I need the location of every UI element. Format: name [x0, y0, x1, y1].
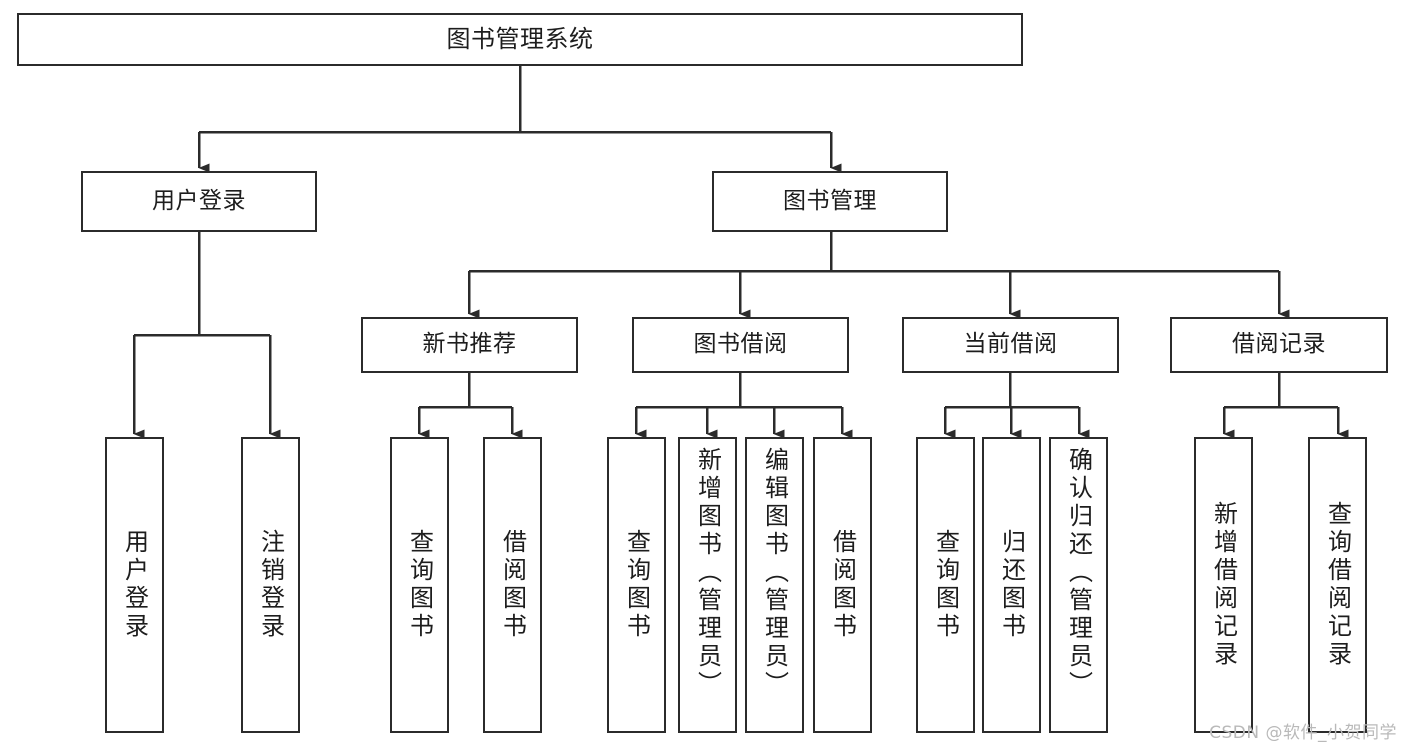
node-label: 借阅图书 — [828, 529, 857, 641]
node-label: 查询图书 — [622, 529, 651, 641]
node-label: 确认归还（管理员） — [1064, 447, 1093, 699]
leaf-book-borrow-query-book[interactable]: 查询图书 — [607, 437, 666, 733]
node-label: 当前借阅 — [963, 331, 1058, 358]
leaf-borrow-record-add-record[interactable]: 新增借阅记录 — [1194, 437, 1253, 733]
node-label: 编辑图书（管理员） — [760, 447, 789, 699]
node-label: 图书管理 — [783, 187, 877, 214]
leaf-book-borrow-edit-book-admin[interactable]: 编辑图书（管理员） — [745, 437, 804, 733]
leaf-book-borrow-add-book-admin[interactable]: 新增图书（管理员） — [678, 437, 737, 733]
node-label: 查询图书 — [405, 529, 434, 641]
node-book-borrowing[interactable]: 图书借阅 — [632, 317, 849, 373]
watermark-csdn: CSDN @软件_小贺同学 — [1209, 723, 1397, 743]
leaf-book-borrow-borrow-book[interactable]: 借阅图书 — [813, 437, 872, 733]
node-label: 用户登录 — [152, 187, 246, 214]
node-label: 新增图书（管理员） — [693, 447, 722, 699]
leaf-current-borrow-return-book[interactable]: 归还图书 — [982, 437, 1041, 733]
node-root-library-management-system[interactable]: 图书管理系统 — [17, 13, 1023, 66]
node-new-book-recommendation[interactable]: 新书推荐 — [361, 317, 578, 373]
node-label: 查询借阅记录 — [1323, 501, 1352, 669]
node-label: 查询图书 — [931, 529, 960, 641]
node-label: 图书管理系统 — [446, 25, 594, 54]
node-user-login[interactable]: 用户登录 — [81, 171, 317, 232]
node-label: 图书借阅 — [693, 331, 788, 358]
node-label: 归还图书 — [997, 529, 1026, 641]
leaf-new-book-query-book[interactable]: 查询图书 — [390, 437, 449, 733]
leaf-current-borrow-query-book[interactable]: 查询图书 — [916, 437, 975, 733]
node-label: 新书推荐 — [422, 331, 517, 358]
node-label: 借阅记录 — [1232, 331, 1326, 358]
leaf-borrow-record-query-record[interactable]: 查询借阅记录 — [1308, 437, 1367, 733]
leaf-current-borrow-confirm-return-admin[interactable]: 确认归还（管理员） — [1049, 437, 1108, 733]
leaf-user-login-login[interactable]: 用户登录 — [105, 437, 164, 733]
node-label: 借阅图书 — [498, 529, 527, 641]
node-label: 新增借阅记录 — [1209, 501, 1238, 669]
node-label: 用户登录 — [120, 529, 149, 641]
leaf-user-login-logout[interactable]: 注销登录 — [241, 437, 300, 733]
node-book-management[interactable]: 图书管理 — [712, 171, 948, 232]
node-label: 注销登录 — [256, 529, 285, 641]
node-current-borrowing[interactable]: 当前借阅 — [902, 317, 1119, 373]
node-borrowing-record[interactable]: 借阅记录 — [1170, 317, 1388, 373]
leaf-new-book-borrow-book[interactable]: 借阅图书 — [483, 437, 542, 733]
